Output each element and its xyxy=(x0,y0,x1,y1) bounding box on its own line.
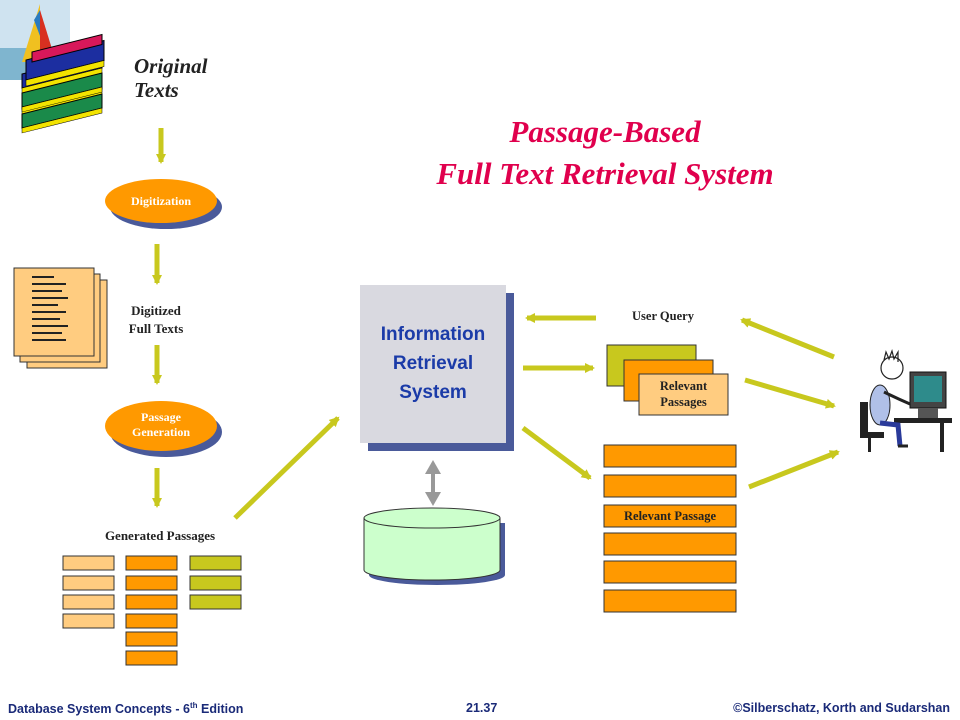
page-title-line1: Passage-Based xyxy=(509,114,701,149)
digitized-full-texts-label: Digitized Full Texts xyxy=(106,302,206,338)
relevant-passages-line2: Passages xyxy=(660,395,707,409)
digitized-line2: Full Texts xyxy=(128,321,184,336)
book-stack-icon xyxy=(21,33,105,134)
footer-page-number: 21.37 xyxy=(466,701,498,715)
page-title-line2: Full Text Retrieval System xyxy=(436,156,774,191)
arrow-generated-to-irs xyxy=(233,416,340,520)
footer-left-sup: th xyxy=(190,701,198,710)
computer-user-icon xyxy=(860,348,952,452)
footer-copyright: ©Silberschatz, Korth and Sudarshan xyxy=(733,701,950,715)
passage-generation-label: Passage Generation xyxy=(105,410,217,440)
passage-generation-line1: Passage xyxy=(141,410,181,424)
irs-line1: Information xyxy=(380,324,486,345)
irs-box xyxy=(360,285,514,451)
original-texts-label: Original Texts xyxy=(134,54,208,102)
irs-db-double-arrow xyxy=(425,460,441,506)
digitization-label: Digitization xyxy=(131,194,191,208)
irs-line3: System xyxy=(399,382,467,403)
footer-left-tail: Edition xyxy=(197,702,244,717)
relevant-passages-label: Relevant Passages xyxy=(639,378,728,410)
arrow-list-to-user xyxy=(748,449,840,490)
original-texts-line1: Original xyxy=(134,54,208,78)
passage-generation-line2: Generation xyxy=(132,425,190,439)
arrow-passages-to-user xyxy=(744,377,836,409)
digitized-pages-icon xyxy=(13,267,108,369)
arrow-irs-to-relevant-passage-list xyxy=(521,425,592,481)
digitized-line1: Digitized xyxy=(131,303,181,318)
irs-label: Information Retrieval System xyxy=(360,320,506,407)
relevant-passage-list xyxy=(603,444,737,613)
passage-generation-oval xyxy=(105,401,222,457)
arrow-user-to-query xyxy=(740,317,835,360)
digitization-oval xyxy=(105,179,222,229)
irs-line2: Retrieval xyxy=(392,353,474,374)
database-cylinder xyxy=(363,507,505,585)
relevant-passage-label: Relevant Passage xyxy=(624,509,716,523)
relevant-passages-line1: Relevant xyxy=(659,379,708,393)
footer-book-title: Database System Concepts - 6th Edition xyxy=(8,701,243,716)
user-query-label: User Query xyxy=(632,309,694,323)
relevant-passages-stack xyxy=(606,344,729,416)
original-texts-line2: Texts xyxy=(134,78,179,102)
generated-passages-grid xyxy=(62,555,242,666)
footer-left-text: Database System Concepts - 6 xyxy=(8,702,191,717)
slide-footer: Database System Concepts - 6th Edition 2… xyxy=(0,697,960,720)
generated-passages-label: Generated Passages xyxy=(104,528,216,543)
